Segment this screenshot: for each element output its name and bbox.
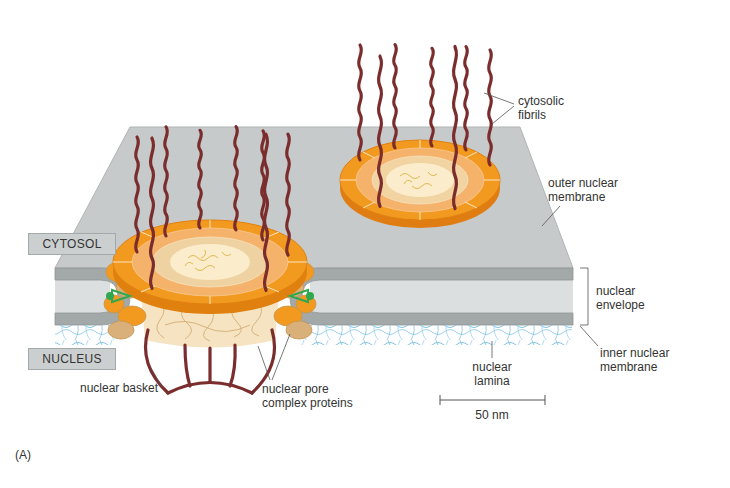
region-name: CYTOSOL bbox=[42, 237, 101, 251]
pore-top-view bbox=[404, 180, 412, 184]
pore-top-view bbox=[340, 140, 500, 220]
pore-top-view bbox=[420, 212, 421, 220]
part-label: nuclear envelope bbox=[596, 284, 666, 312]
pore-section bbox=[113, 220, 307, 304]
pore-section bbox=[151, 139, 154, 289]
pore-top-view bbox=[428, 172, 437, 176]
pore-section bbox=[290, 290, 308, 302]
pore-top-view bbox=[484, 180, 500, 181]
pore-section bbox=[199, 130, 202, 228]
pore-section bbox=[108, 321, 134, 339]
pore-section bbox=[152, 237, 268, 287]
region-name: NUCLEUS bbox=[42, 352, 101, 366]
pore-top-view bbox=[400, 174, 420, 179]
pore-top-view bbox=[386, 163, 454, 197]
pore-section bbox=[210, 220, 211, 228]
leader-lines bbox=[580, 326, 598, 346]
pore-section bbox=[188, 256, 218, 261]
pore-section bbox=[185, 345, 190, 386]
pore-section bbox=[185, 262, 193, 266]
scale-bar bbox=[440, 395, 545, 405]
part-label: nuclear lamina bbox=[462, 360, 522, 388]
pore-section bbox=[208, 348, 211, 382]
leader-lines bbox=[258, 346, 270, 380]
pore-top-view bbox=[489, 50, 492, 165]
pore-top-view bbox=[412, 184, 432, 189]
part-label: outer nuclear membrane bbox=[548, 176, 643, 204]
pore-top-view bbox=[400, 172, 437, 189]
pore-section bbox=[306, 292, 314, 300]
pore-top-view bbox=[363, 152, 375, 158]
leader-lines bbox=[272, 334, 290, 380]
pore-top-view bbox=[465, 202, 477, 208]
pore-section bbox=[136, 137, 139, 252]
pore-section bbox=[170, 244, 250, 280]
leader-lines bbox=[492, 106, 514, 124]
region-label-box: CYTOSOL bbox=[28, 233, 116, 255]
perinuclear-space bbox=[310, 280, 573, 313]
leader-lines bbox=[151, 93, 598, 387]
pore-section bbox=[168, 383, 252, 394]
pore-section bbox=[222, 252, 231, 256]
scale-bar bbox=[440, 400, 545, 401]
pore-top-view bbox=[359, 45, 362, 160]
pore-section bbox=[112, 290, 130, 302]
pore-section bbox=[288, 262, 307, 263]
nuclear-lamina-mesh bbox=[300, 325, 572, 345]
part-label: inner nuclear membrane bbox=[600, 346, 695, 374]
pore-top-view bbox=[359, 44, 492, 208]
pore-top-view bbox=[363, 202, 375, 208]
perinuclear-space bbox=[55, 280, 110, 313]
pore-section bbox=[165, 127, 168, 236]
pore-top-view bbox=[394, 44, 397, 148]
pore-section bbox=[201, 250, 206, 258]
pore-section bbox=[230, 345, 235, 386]
panel-letter: (A) bbox=[15, 448, 55, 462]
pore-section bbox=[165, 321, 250, 331]
pore-section bbox=[113, 220, 307, 304]
pore-top-view bbox=[340, 140, 500, 220]
pore-section bbox=[235, 126, 238, 230]
pore-section bbox=[265, 135, 268, 290]
pore-top-view bbox=[420, 140, 421, 148]
pore-top-view bbox=[465, 152, 477, 158]
pore-top-view bbox=[431, 48, 434, 146]
pore-section bbox=[136, 126, 290, 393]
pore-section bbox=[286, 321, 312, 339]
pore-section bbox=[104, 126, 316, 393]
part-label: nuclear pore complex proteins bbox=[262, 382, 367, 410]
envelope-bracket bbox=[580, 268, 588, 325]
region-label-box: NUCLEUS bbox=[28, 348, 116, 370]
leader-lines bbox=[542, 206, 560, 226]
pore-section bbox=[195, 266, 215, 271]
pore-top-view bbox=[465, 46, 468, 150]
pore-top-view bbox=[356, 148, 484, 212]
leader-lines bbox=[484, 93, 514, 104]
pore-top-view bbox=[340, 180, 356, 181]
pore-section bbox=[287, 134, 290, 255]
pore-top-view bbox=[340, 44, 500, 228]
nuclear-lamina-mesh bbox=[55, 325, 117, 345]
part-label: nuclear basket bbox=[58, 381, 158, 395]
pore-section bbox=[113, 262, 132, 263]
scale-bar bbox=[440, 395, 441, 405]
pore-section bbox=[106, 292, 114, 300]
pore-section bbox=[185, 250, 231, 271]
leader-lines bbox=[492, 341, 493, 358]
pore-top-view bbox=[454, 47, 457, 208]
part-label: cytosolic fibrils bbox=[518, 94, 588, 122]
scale-bar bbox=[545, 395, 546, 405]
membrane-section bbox=[290, 268, 573, 325]
pore-section bbox=[210, 296, 211, 304]
scale-value: 50 nm bbox=[462, 408, 522, 422]
pore-top-view bbox=[379, 57, 382, 207]
